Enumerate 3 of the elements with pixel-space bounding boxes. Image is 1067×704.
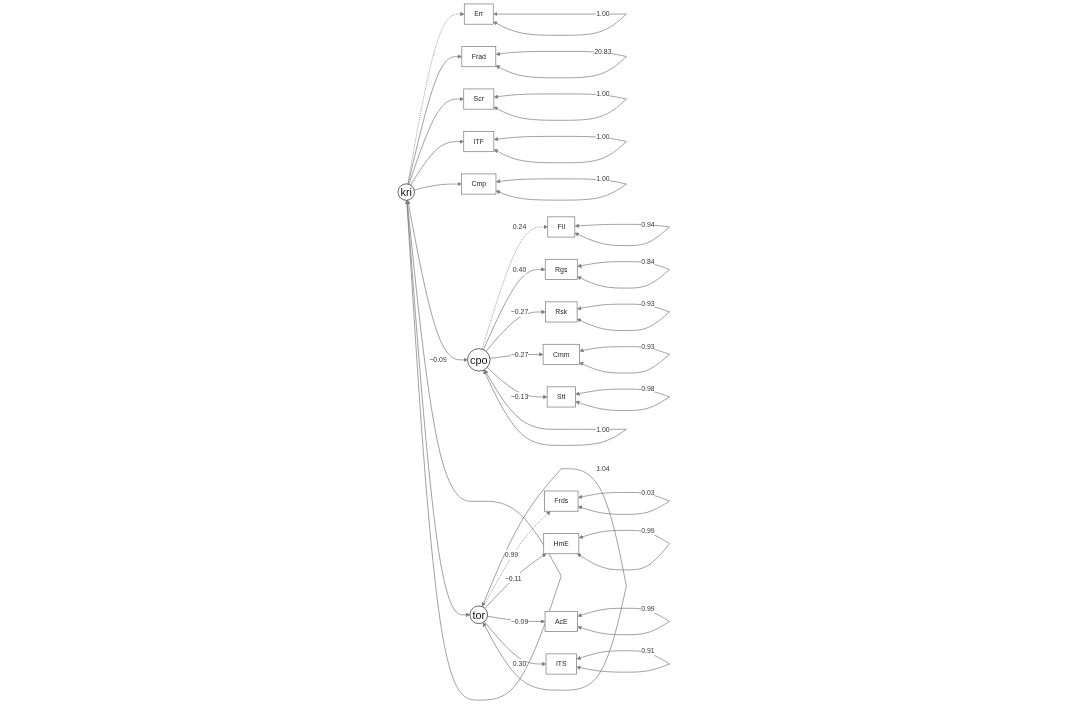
- node-circle: kri: [397, 183, 415, 201]
- node-circle: tor: [469, 605, 488, 624]
- node-circle: cpo: [466, 348, 491, 372]
